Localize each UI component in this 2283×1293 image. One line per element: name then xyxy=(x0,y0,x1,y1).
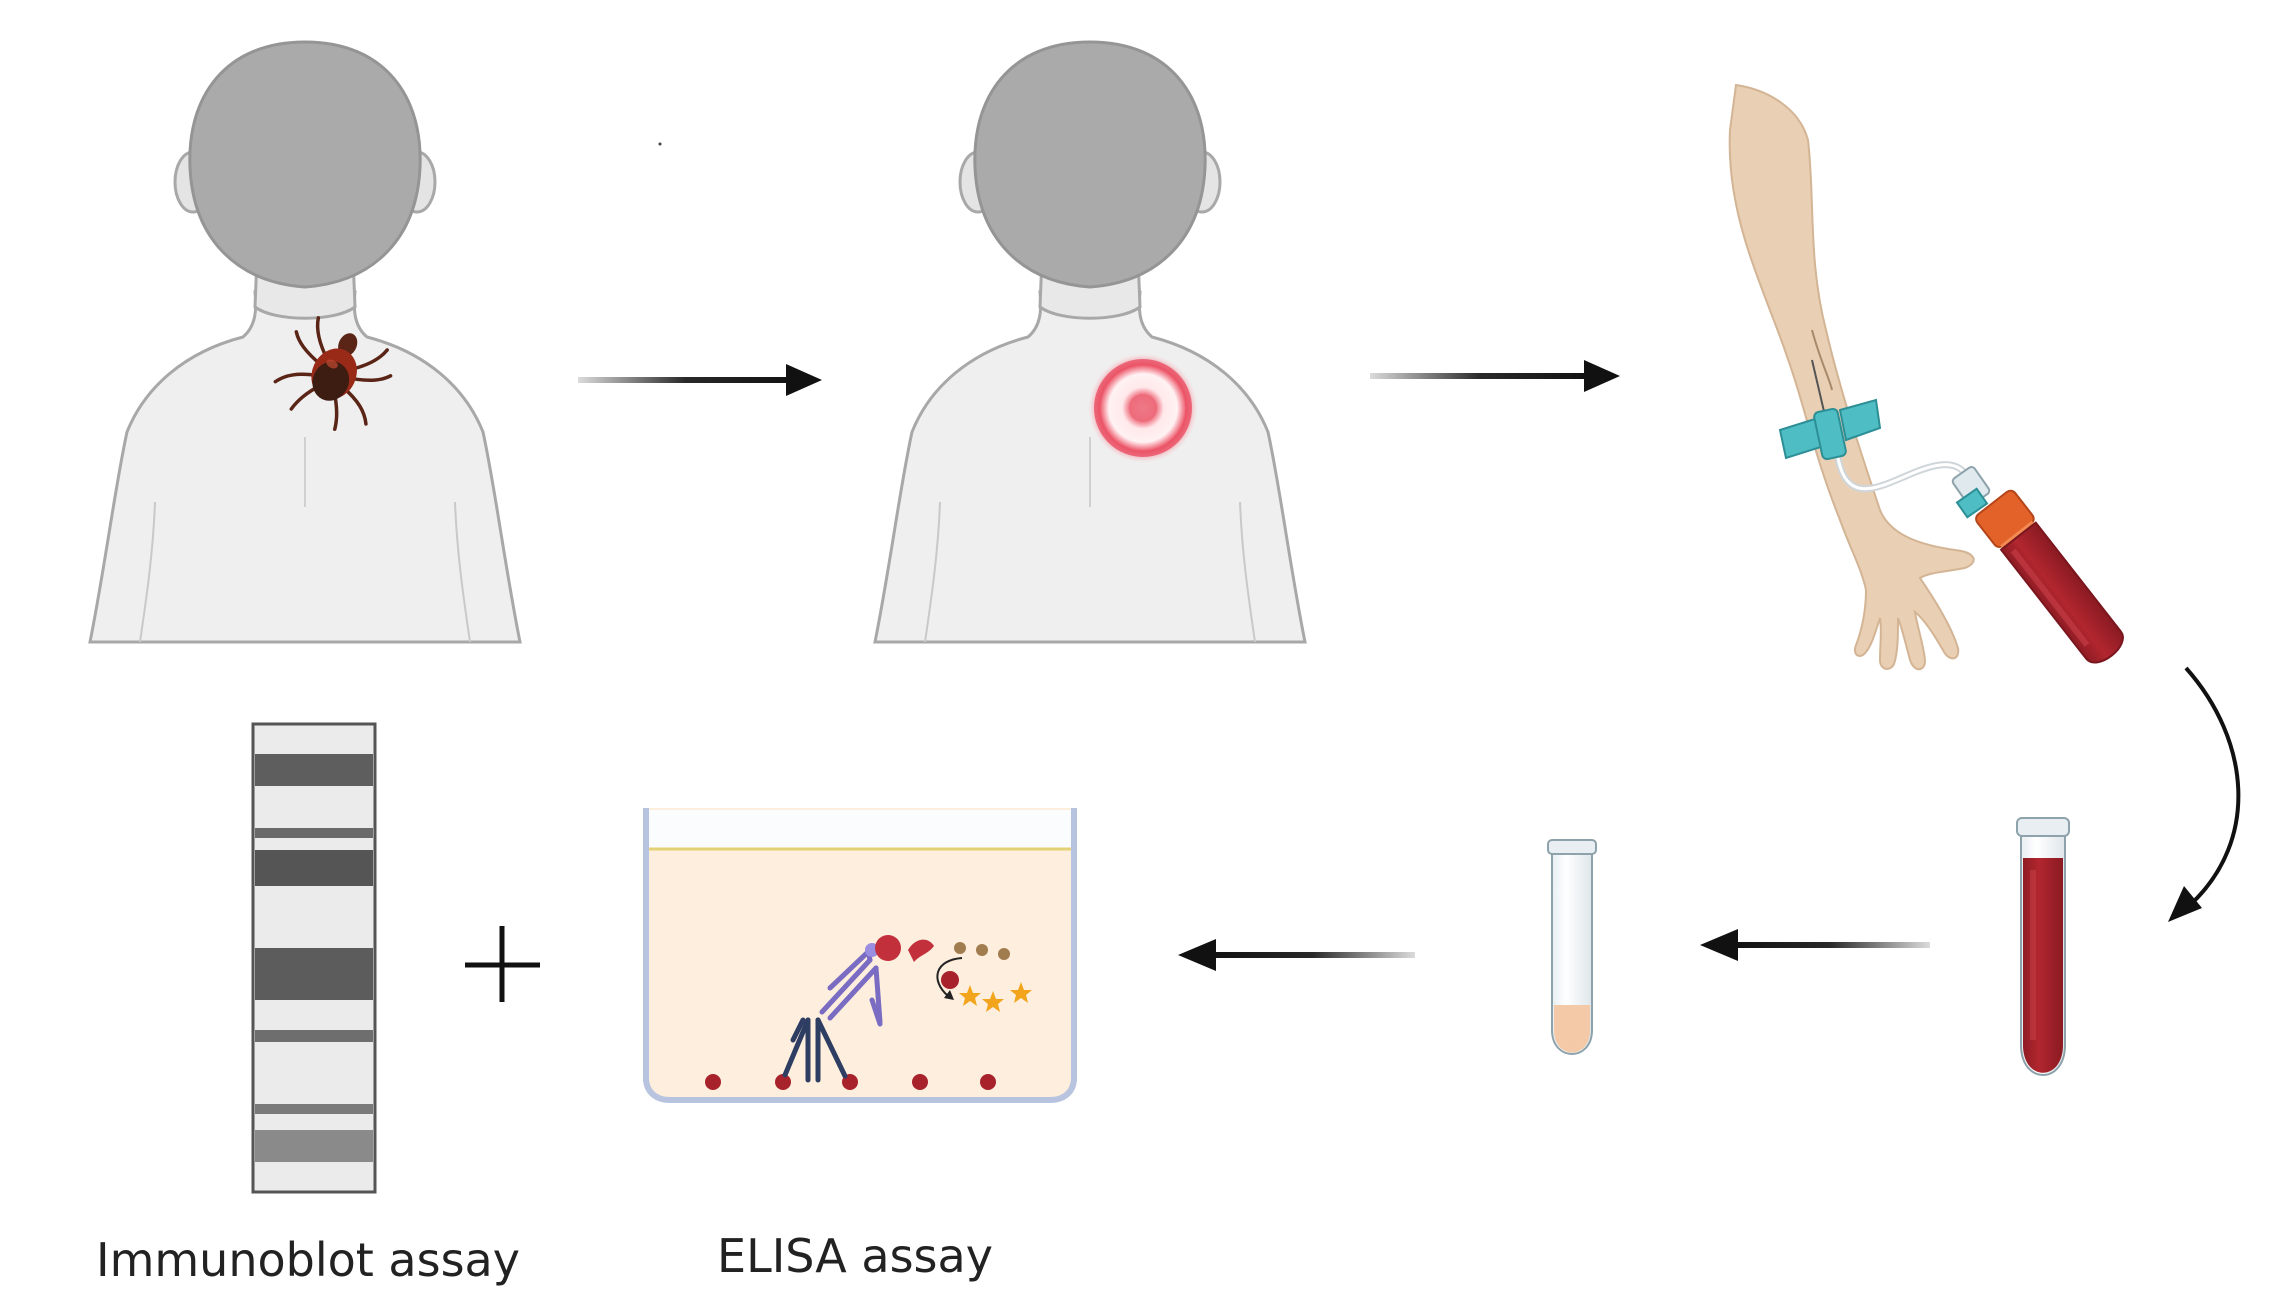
tick-icon xyxy=(273,316,393,432)
child-back-silhouette xyxy=(88,40,522,644)
child-with-tick xyxy=(88,40,522,644)
immunoblot-strip xyxy=(251,722,377,1194)
arrow xyxy=(1700,929,1930,961)
plus-sign xyxy=(465,926,540,1002)
arrow xyxy=(1370,360,1620,392)
arrow xyxy=(1178,939,1415,971)
arm-blood-draw xyxy=(1728,83,1991,671)
arrow xyxy=(578,364,822,396)
blood-collection-tube xyxy=(1975,489,2124,664)
elisa-label: ELISA assay xyxy=(717,1229,993,1283)
child-with-rash xyxy=(873,40,1307,644)
erythema-migrans-rash xyxy=(1088,353,1198,463)
child-back-silhouette xyxy=(873,40,1307,644)
serum-tube xyxy=(1547,839,1597,1055)
elisa-well xyxy=(643,808,1077,1103)
immunoblot-label: Immunoblot assay xyxy=(96,1233,520,1287)
arrow xyxy=(2168,666,2241,922)
blood-collection-tube xyxy=(2016,817,2070,1076)
stray-dot xyxy=(658,142,662,146)
